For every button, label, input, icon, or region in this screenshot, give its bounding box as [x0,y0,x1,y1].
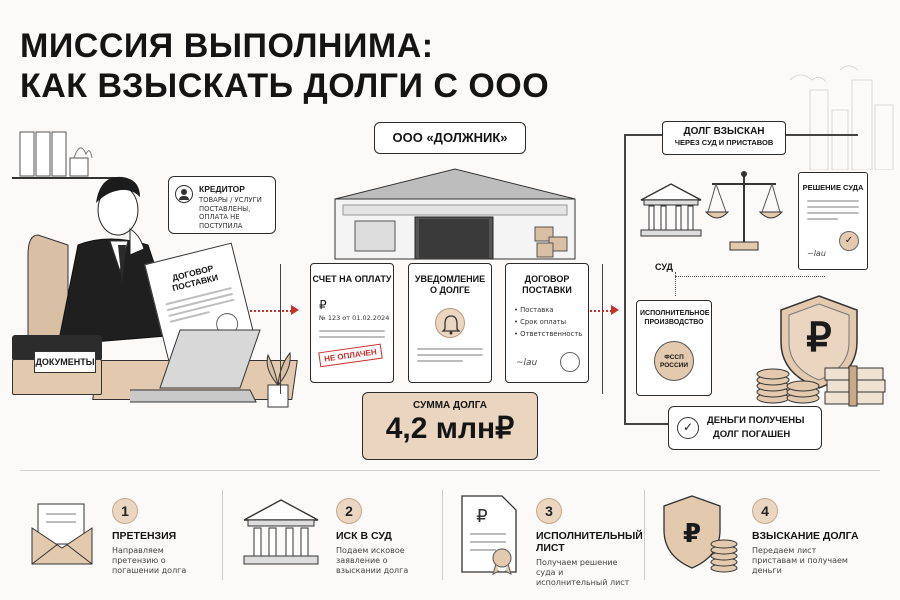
warehouse-illustration [334,168,576,260]
contract-item: • Поставка [514,306,554,314]
laptop-illustration [130,329,261,403]
shelf-binders-illustration [12,131,120,179]
seal-icon [560,352,580,372]
debt-paid-box: ✓ ДЕНЬГИ ПОЛУЧЕНЫ ДОЛГ ПОГАШЕН [668,406,822,450]
contract-item: • Ответственность [514,330,583,338]
result-title: ДОЛГ ВЗЫСКАН [683,126,765,137]
debt-sum-box: СУММА ДОЛГА 4,2 млн₽ [362,392,538,460]
courthouse-icon [640,183,702,237]
enforcement-proceedings-card: ИСПОЛНИТЕЛЬНОЕ ПРОИЗВОДСТВО ФССП РОССИИ [636,300,712,396]
documents-box: ДОКУМЕНТЫ [12,335,104,397]
creditor-text: ТОВАРЫ / УСЛУГИ ПОСТАВЛЕНЫ, ОПЛАТА НЕ ПО… [199,196,262,230]
ruble-shield-coins-icon: ₽ [663,495,738,573]
envelope-icon [31,503,93,565]
supply-contract-document: ДОГОВОР ПОСТАВКИ • Поставка • Срок оплат… [505,263,589,383]
invoice-title: СЧЕТ НА ОПЛАТУ [312,274,392,284]
fssp-emblem-icon: ФССП РОССИИ [654,341,694,381]
debt-sum-value: 4,2 млн₽ [385,412,515,445]
step-4-number: 4 [752,498,778,524]
result-frame-bottom [624,423,668,425]
writ-document-icon: ₽ [461,495,517,575]
ruble-icon: ₽ [319,298,327,312]
invoice-number: № 123 от 01.02.2024 [319,314,390,322]
contract-title: ДОГОВОР ПОСТАВКИ [522,274,572,295]
enforcement-label: ИСПОЛНИТЕЛЬНОЕ ПРОИЗВОДСТВО [640,310,710,326]
bell-icon [435,308,465,338]
svg-text:₽: ₽ [476,506,487,527]
result-frame-top-right [786,134,858,136]
creditor-card: КРЕДИТОР ТОВАРЫ / УСЛУГИ ПОСТАВЛЕНЫ, ОПЛ… [168,176,276,234]
debt-notice-document: УВЕДОМЛЕНИЕ О ДОЛГЕ [408,263,492,383]
step-separator [222,490,223,580]
paid-line-1: ДЕНЬГИ ПОЛУЧЕНЫ [707,415,805,426]
group-bracket-right [602,264,603,394]
invoice-document: СЧЕТ НА ОПЛАТУ ₽ № 123 от 01.02.2024 НЕ … [310,263,394,383]
step-3-description: Получаем решение суда и исполнительный л… [536,558,630,587]
step-4-title: ВЗЫСКАНИЕ ДОЛГА [752,530,859,542]
courthouse-icon [243,499,319,565]
result-frame-left [624,134,626,424]
result-subtitle: ЧЕРЕЗ СУД И ПРИСТАВОВ [674,138,774,147]
debt-sum-label: СУММА ДОЛГА [413,400,487,411]
debtor-name: ООО «ДОЛЖНИК» [392,130,508,145]
step-2-description: Подаем исковое заявление о взыскании дол… [336,546,409,575]
debtor-name-box: ООО «ДОЛЖНИК» [374,122,526,154]
ruble-sign: ₽ [806,316,832,360]
flow-arrow-1 [250,310,292,312]
court-decision-document: РЕШЕНИЕ СУДА ✓ ~lau [798,172,868,270]
step-2-number: 2 [336,498,362,524]
section-divider [20,470,880,471]
step-separator [644,490,645,580]
step-1-title: ПРЕТЕНЗИЯ [112,530,177,542]
fssp-label: ФССП РОССИИ [659,354,689,369]
paid-line-2: ДОЛГ ПОГАШЕН [713,429,791,440]
unpaid-stamp: НЕ ОПЛАЧЕН [318,343,383,368]
step-4-description: Передаем лист приставам и получаем деньг… [752,546,848,575]
signature-icon: ~lau [516,358,538,368]
creditor-label: КРЕДИТОР [199,184,245,194]
result-frame-top [624,134,664,136]
notice-title: УВЕДОМЛЕНИЕ О ДОЛГЕ [414,274,486,295]
step-3-number: 3 [536,498,562,524]
title-line-1: МИССИЯ ВЫПОЛНИМА: [20,27,434,65]
step-3-title: ИСПОЛНИТЕЛЬНЫЙ ЛИСТ [536,530,643,554]
ruble-shield-icon [780,295,858,389]
flow-arrow-2 [590,310,612,312]
flow-arrowhead-2 [611,305,619,315]
contract-item: • Срок оплаты [514,318,567,326]
user-icon [175,185,193,203]
result-title-box: ДОЛГ ВЗЫСКАН ЧЕРЕЗ СУД И ПРИСТАВОВ [662,121,786,155]
connector-dotted [675,272,676,296]
connector-dotted-h [675,276,825,277]
decision-label: РЕШЕНИЕ СУДА [802,183,864,192]
check-circle-icon: ✓ [677,417,699,439]
city-skyline-decoration [789,65,894,170]
plant-icon [266,351,291,408]
checkmark-seal-icon: ✓ [839,231,859,251]
money-stack-icon [756,365,886,407]
step-1-description: Направляем претензию о погашении долга [112,546,187,575]
flow-arrowhead-1 [291,305,299,315]
step-1-number: 1 [112,498,138,524]
signature-icon: ~lau [807,249,826,258]
title-line-2: КАК ВЗЫСКАТЬ ДОЛГИ С ООО [20,67,550,105]
scales-of-justice-icon [704,171,784,251]
court-label: СУД [655,262,673,272]
svg-text:₽: ₽ [683,519,701,549]
page-title: МИССИЯ ВЫПОЛНИМА: КАК ВЗЫСКАТЬ ДОЛГИ С О… [20,26,549,106]
contract-items: • Поставка • Срок оплаты • Ответственнос… [514,304,582,340]
group-bracket-left [280,264,281,394]
documents-label: ДОКУМЕНТЫ [34,351,96,373]
step-separator [442,490,443,580]
step-2-title: ИСК В СУД [336,530,392,542]
